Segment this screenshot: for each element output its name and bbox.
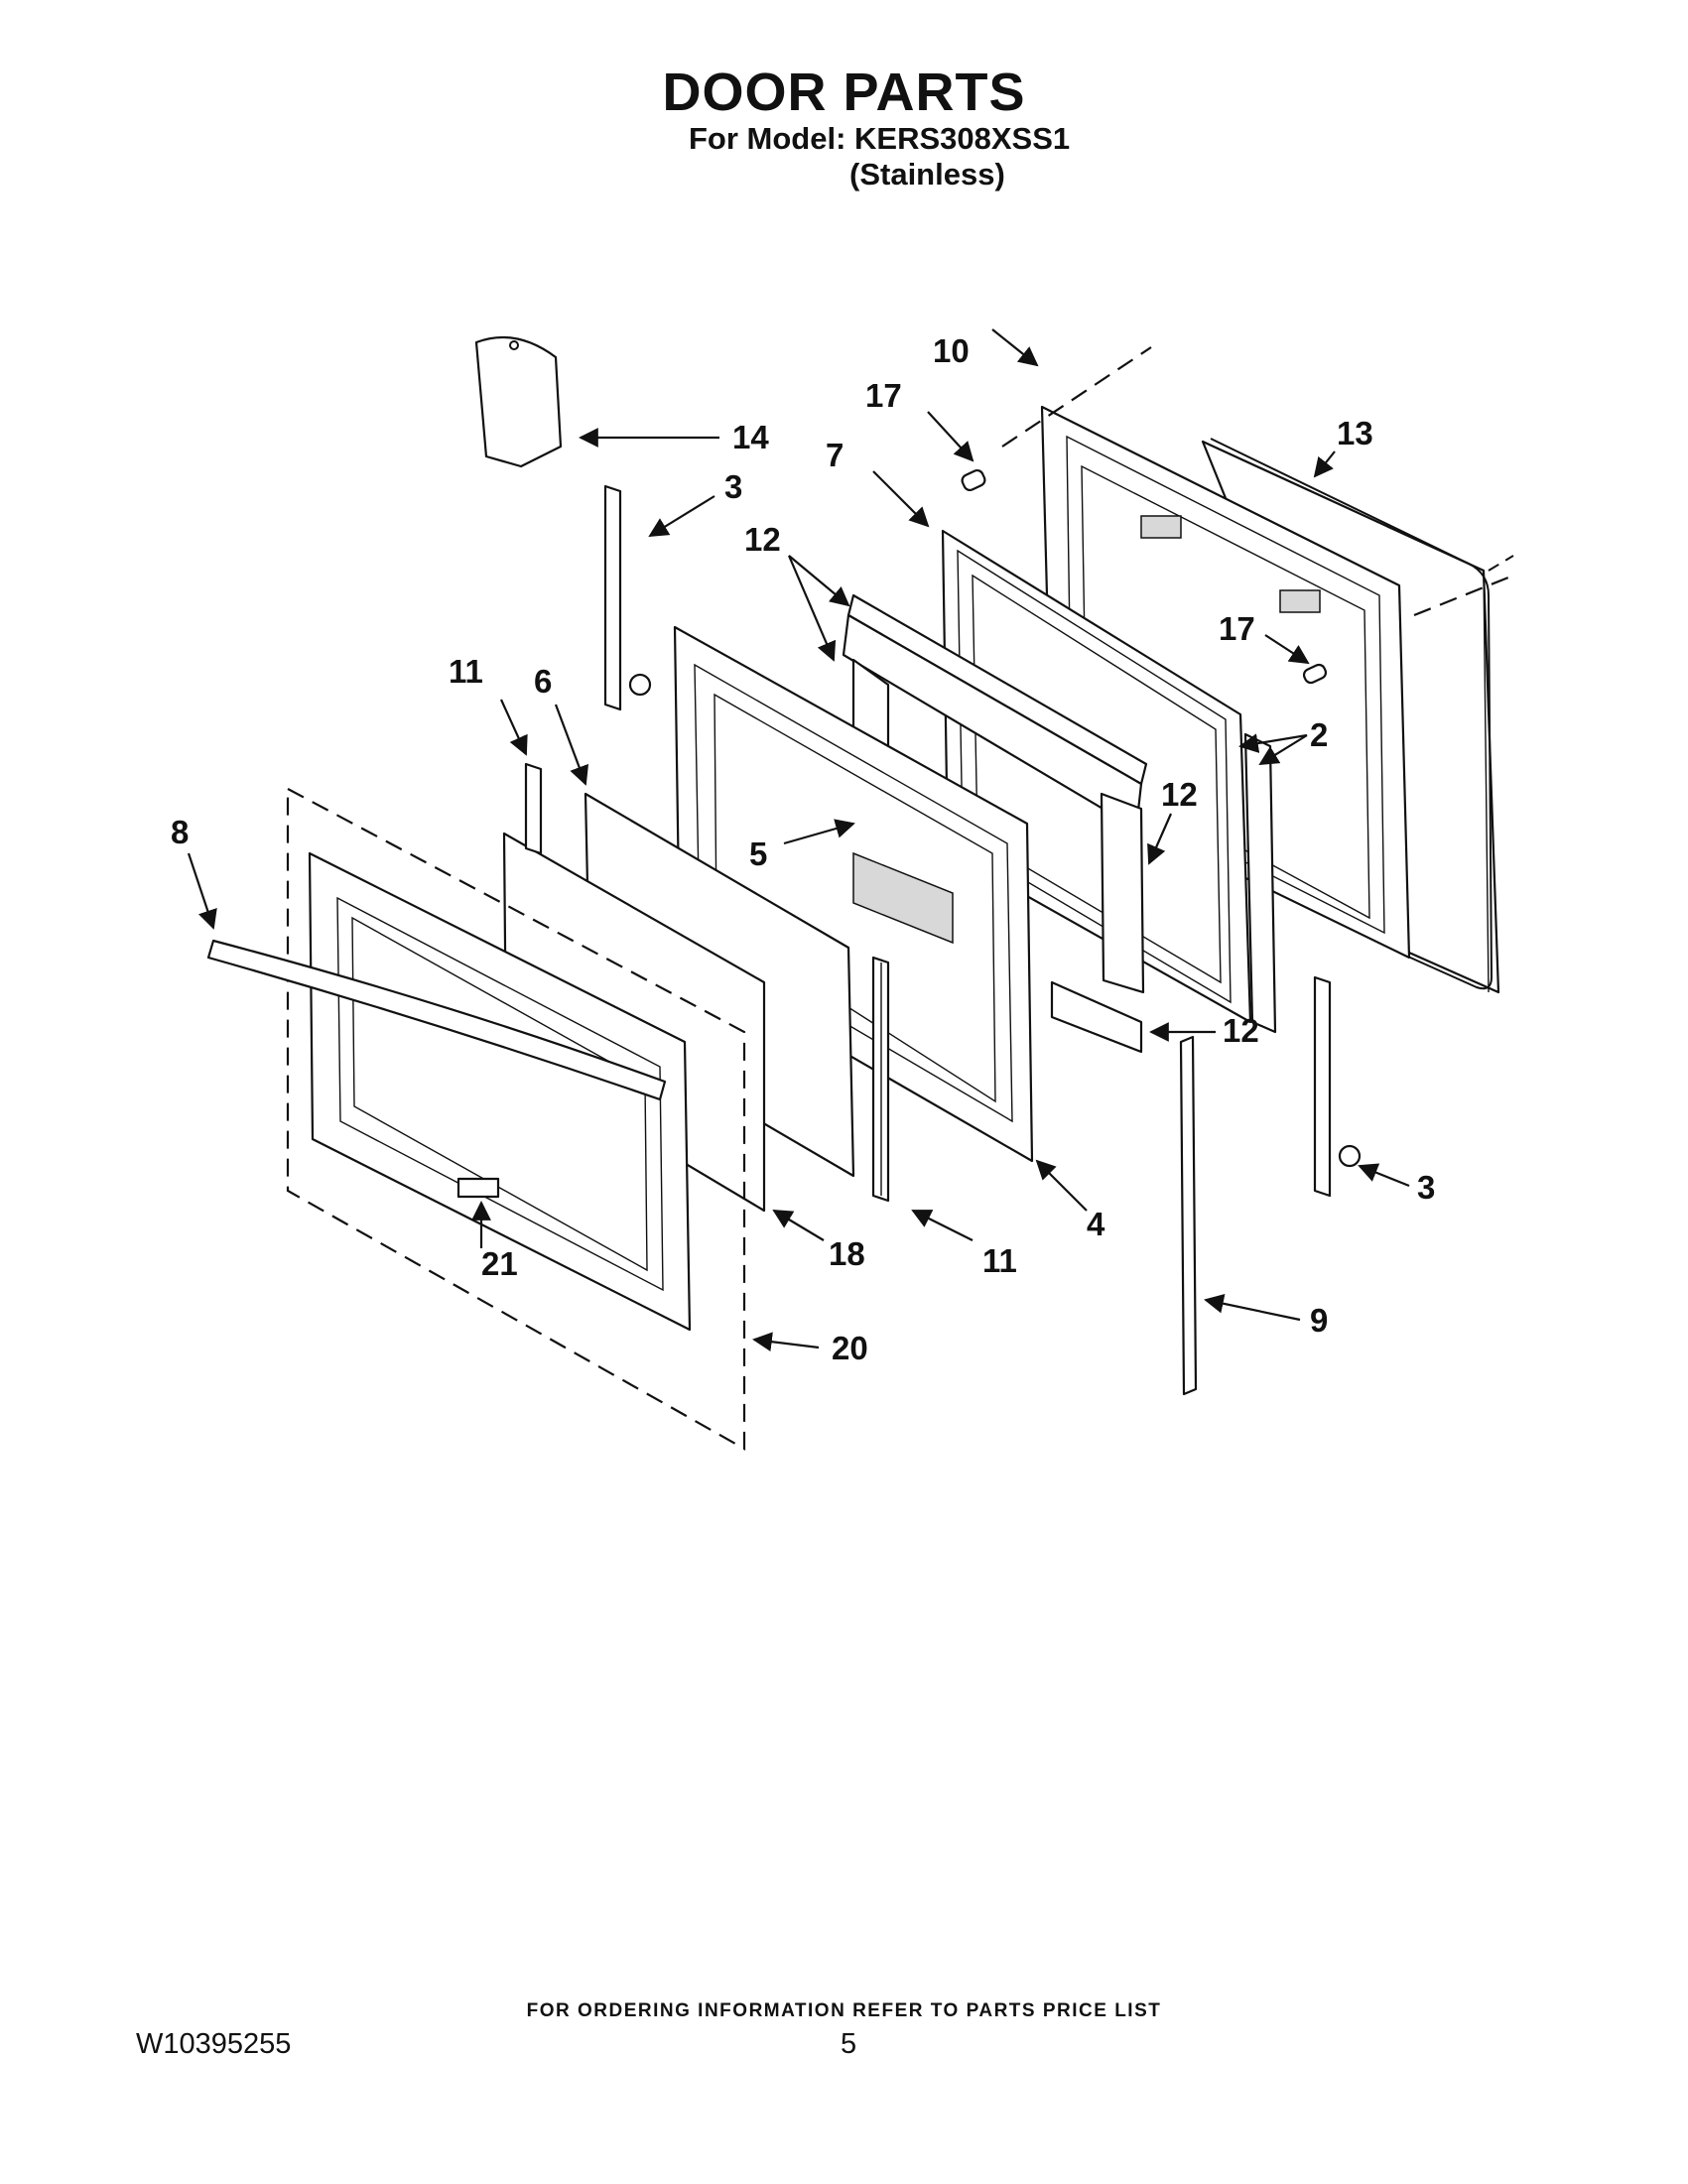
part-17-pin-top [961,468,986,492]
callout-2: 2 [1310,716,1328,753]
leader-18 [772,1209,825,1241]
part-12-insulation [842,593,1148,1054]
leader-12c [1147,813,1173,865]
leader-8 [187,852,217,930]
callout-18: 18 [829,1235,865,1272]
leader-17b [1264,634,1310,665]
callout-5: 5 [749,835,767,872]
part-20-outer-door [286,787,746,1451]
leader-2b [1258,734,1308,766]
ordering-note: FOR ORDERING INFORMATION REFER TO PARTS … [526,2000,1162,2021]
leader-9 [1204,1293,1301,1322]
leader-11b [911,1210,974,1241]
leader-4 [1035,1159,1088,1212]
callout-12-mid: 12 [1161,776,1198,813]
part-3-hinge-right [1313,975,1362,1198]
callout-11-left: 11 [449,653,483,690]
part-9-vent-trim [1179,1035,1198,1396]
callout-21: 21 [481,1245,518,1282]
part-14-shield [474,335,563,468]
leader-10 [991,328,1039,367]
callout-20: 20 [832,1330,868,1366]
leader-3b [1358,1163,1410,1188]
part-11-trim-left [524,762,543,855]
callout-17-top: 17 [865,377,902,414]
callout-10: 10 [933,332,970,369]
callout-9: 9 [1310,1302,1328,1339]
part-11-trim-right [871,956,890,1203]
document-number: W10395255 [136,2028,292,2060]
callout-3-right: 3 [1417,1169,1435,1206]
part-4-inner-panel [673,625,1034,1163]
callout-4: 4 [1087,1206,1105,1242]
finish-line: (Stainless) [849,157,1005,192]
page-title: DOOR PARTS [662,63,1026,122]
part-3-hinge-left [603,484,652,711]
leader-12a [788,555,850,607]
part-8-handle [206,939,667,1101]
leader-20 [752,1332,820,1352]
callout-12-bottom: 12 [1223,1012,1259,1049]
callout-8: 8 [171,814,189,850]
callout-3-left: 3 [724,468,742,505]
leader-7 [872,470,930,528]
leader-2a [1238,733,1308,753]
part-21-badge [456,1177,500,1199]
callout-14: 14 [732,419,769,455]
leader-5 [783,819,855,845]
model-line: For Model: KERS308XSS1 [689,121,1071,156]
callout-12-top: 12 [744,521,781,558]
leader-12b [787,555,837,662]
leader-11a [499,699,528,756]
callout-13: 13 [1337,415,1373,451]
leader-13 [1313,450,1336,478]
callout-17-right: 17 [1219,610,1255,647]
callout-7: 7 [826,437,844,473]
page-number: 5 [841,2028,857,2060]
leader-3a [648,495,715,538]
leader-6 [554,704,589,786]
part-17-pin-right [1302,663,1328,685]
callout-6: 6 [534,663,552,700]
leader-17a [927,411,974,462]
callout-11-right: 11 [982,1242,1017,1279]
